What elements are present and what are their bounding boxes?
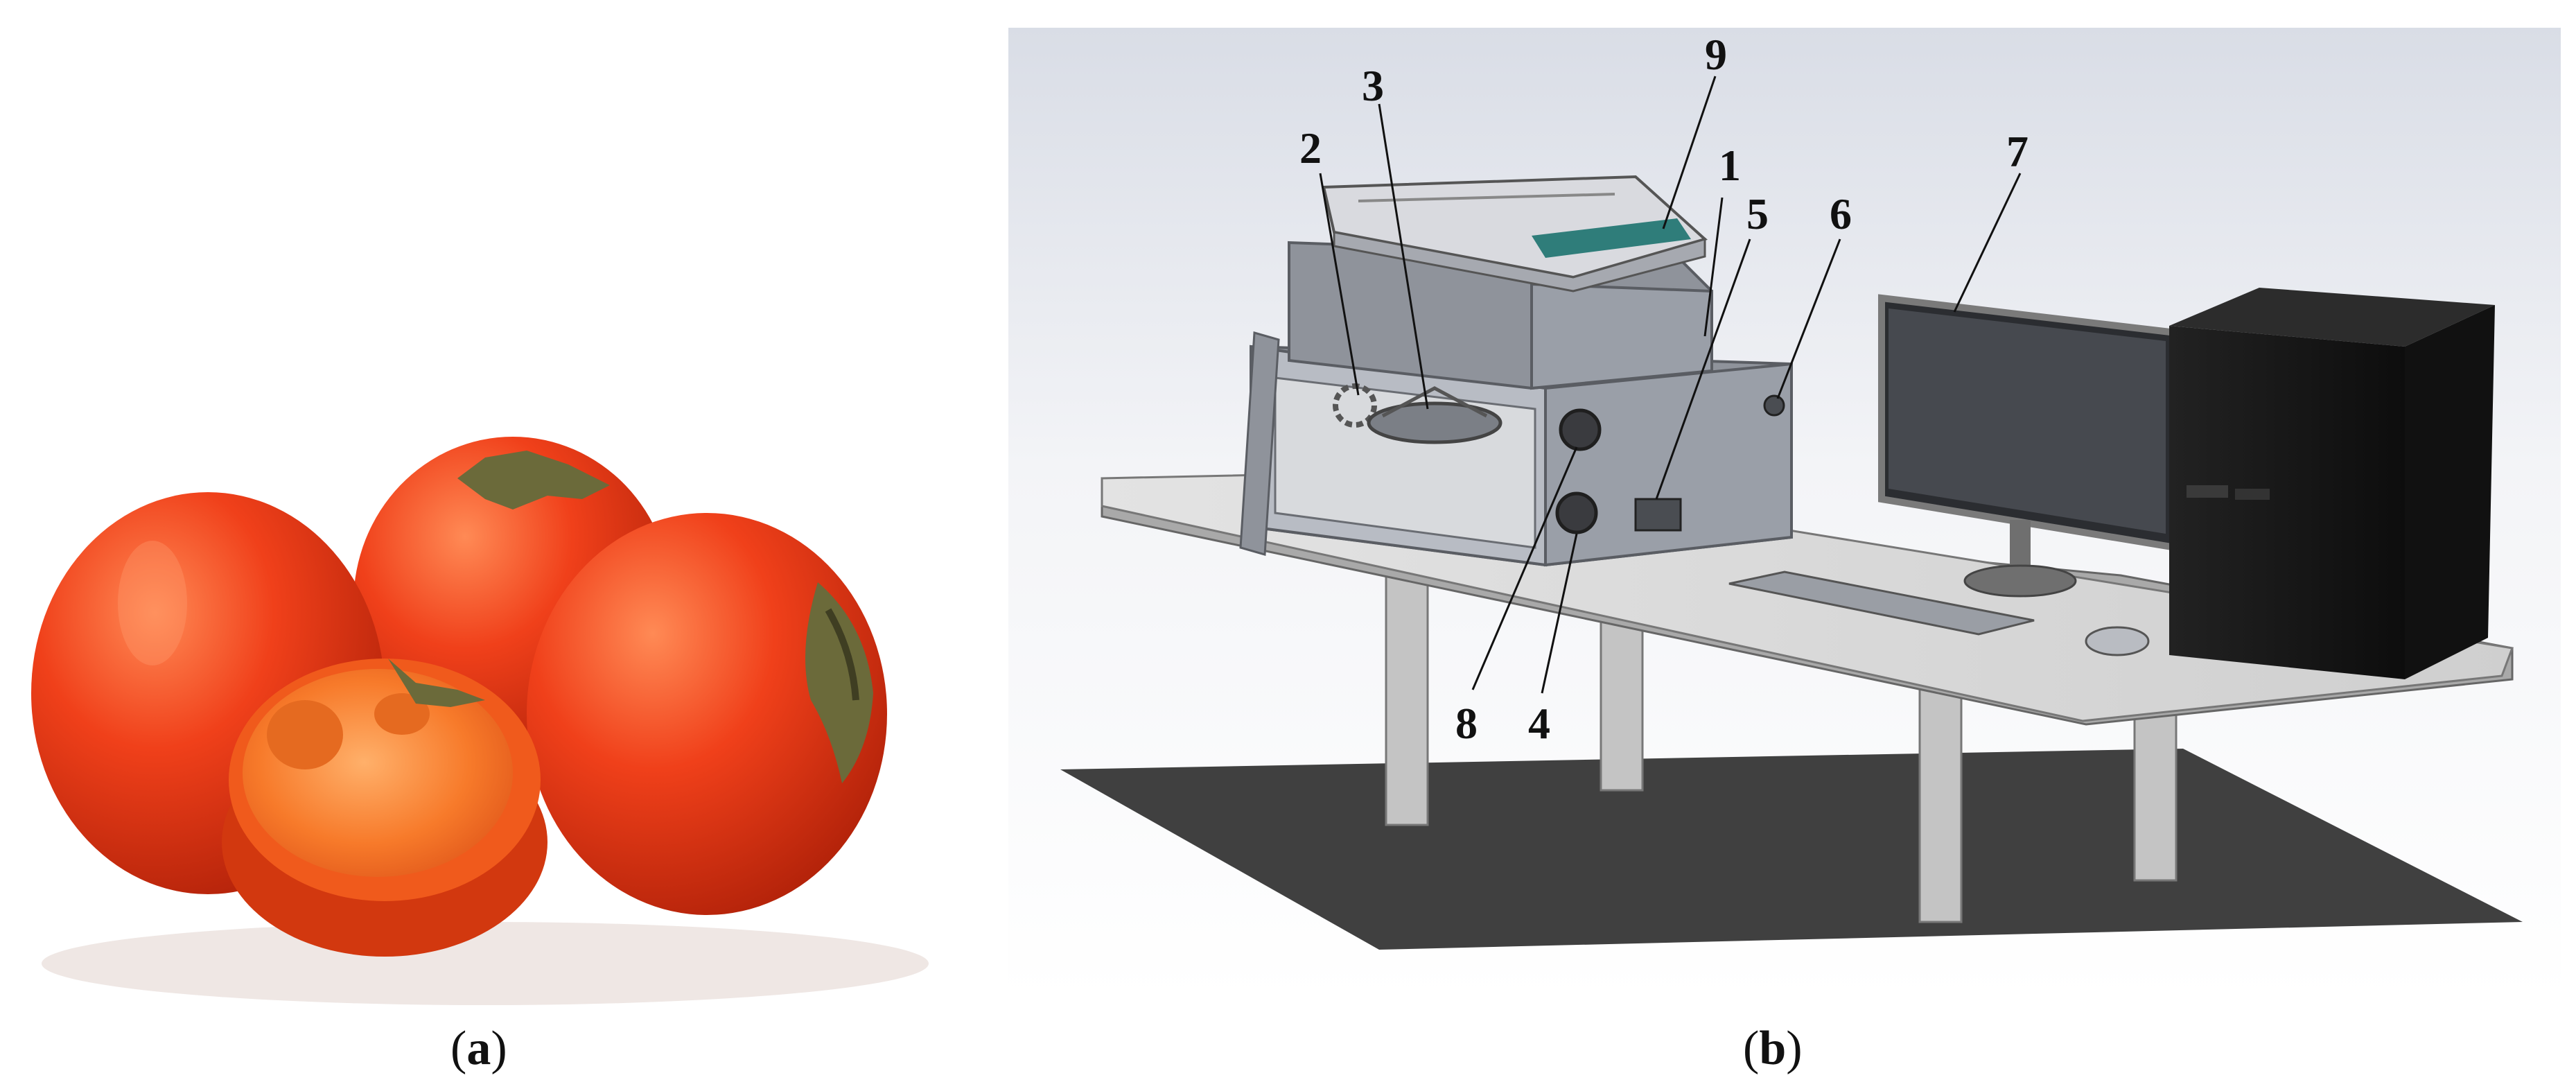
chamber-box bbox=[1239, 331, 1793, 567]
callout-2: 2 bbox=[1299, 123, 1322, 173]
callout-4: 4 bbox=[1528, 699, 1550, 748]
persimmon-cut-half bbox=[222, 659, 547, 957]
callout-9: 9 bbox=[1705, 30, 1727, 79]
panel-a-photo bbox=[0, 0, 970, 1012]
keyboard bbox=[1728, 570, 2035, 636]
panel-b-caption: (b) bbox=[1743, 1022, 1803, 1075]
callout-7: 7 bbox=[2006, 127, 2029, 176]
analyzer-device bbox=[1322, 175, 1708, 293]
mouse bbox=[2085, 626, 2150, 656]
callout-3: 3 bbox=[1362, 61, 1384, 110]
callout-1: 1 bbox=[1719, 141, 1741, 190]
callout-5: 5 bbox=[1746, 189, 1769, 238]
panel-a-caption: (a) bbox=[450, 1022, 507, 1075]
callout-labels: 1 2 3 4 5 6 7 8 9 bbox=[1299, 30, 2029, 748]
floor-shadow bbox=[42, 922, 929, 1005]
leader-lines bbox=[1319, 76, 2022, 694]
table-legs bbox=[1385, 574, 2178, 923]
persimmon-right bbox=[527, 513, 887, 915]
monitor bbox=[1878, 294, 2180, 598]
panel-b-diagram: 1 2 3 4 5 6 7 8 9 bbox=[1008, 28, 2561, 998]
callout-8: 8 bbox=[1455, 699, 1478, 748]
callout-6: 6 bbox=[1830, 189, 1852, 238]
pc-tower bbox=[2169, 288, 2495, 679]
